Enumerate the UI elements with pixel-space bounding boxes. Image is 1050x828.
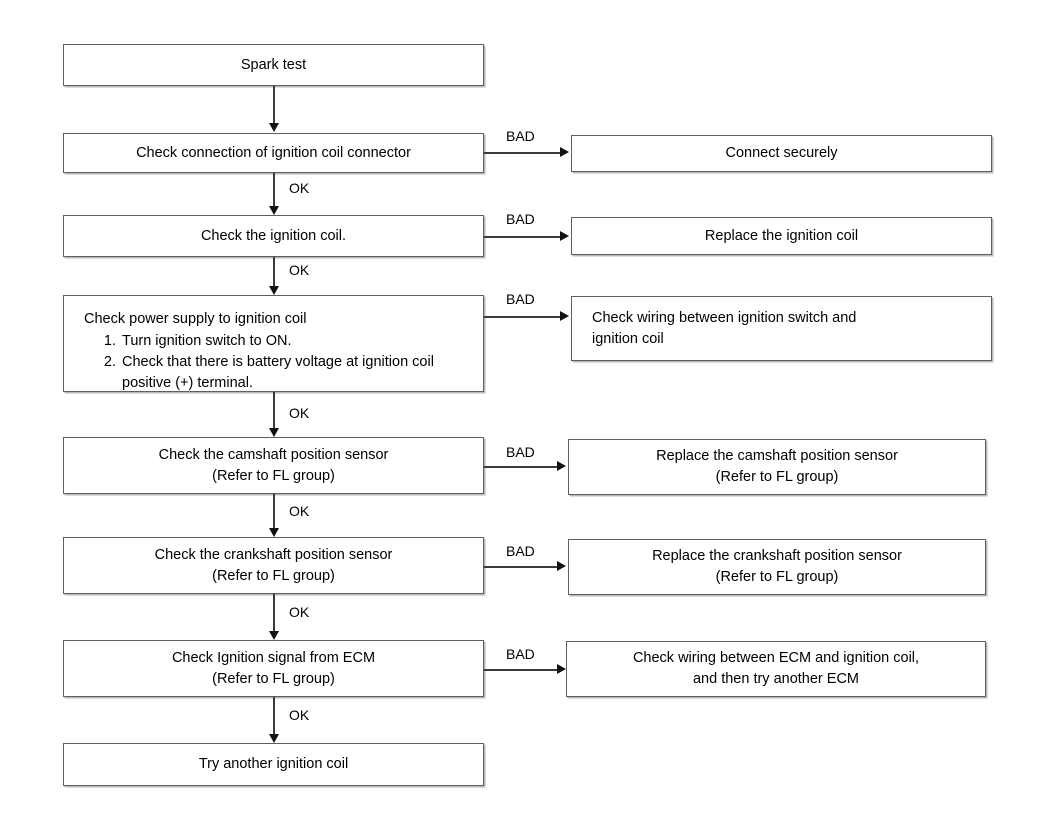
edge-label-ok-3: OK — [289, 405, 310, 421]
connector-bad-4 — [484, 466, 559, 468]
edge-label-bad-4: BAD — [506, 444, 535, 460]
node-replace-crankshaft-sensor[interactable]: Replace the crankshaft position sensor (… — [568, 539, 986, 595]
arrowhead-right-6 — [557, 664, 566, 674]
arrowhead-down-7 — [268, 734, 279, 743]
connector-bad-3 — [484, 316, 562, 318]
connector-spark-to-connector-check — [273, 86, 275, 124]
edge-label-ok-4: OK — [289, 503, 310, 519]
node-check-ecm-signal-label: Check Ignition signal from ECM (Refer to… — [171, 649, 376, 687]
node-check-wiring-ignition-switch[interactable]: Check wiring between ignition switch and… — [571, 296, 992, 361]
node-connect-securely-label: Connect securely — [725, 145, 838, 161]
edge-label-bad-3: BAD — [506, 291, 535, 307]
arrowhead-down-6 — [268, 631, 279, 640]
arrowhead-down-2 — [268, 206, 279, 215]
edge-label-bad-1: BAD — [506, 128, 535, 144]
node-replace-camshaft-sensor[interactable]: Replace the camshaft position sensor (Re… — [568, 439, 986, 495]
node-replace-ignition-coil-label: Replace the ignition coil — [704, 227, 859, 244]
node-check-camshaft-sensor[interactable]: Check the camshaft position sensor (Refe… — [63, 437, 484, 494]
edge-label-bad-6: BAD — [506, 646, 535, 662]
node-check-connection-label: Check connection of ignition coil connec… — [136, 144, 411, 161]
node-spark-test[interactable]: Spark test — [63, 44, 484, 86]
node-check-power-supply-steps: Turn ignition switch to ON. Check that t… — [84, 331, 483, 394]
arrowhead-right-5 — [557, 561, 566, 571]
edge-label-bad-5: BAD — [506, 543, 535, 559]
connector-ok-2 — [273, 257, 275, 287]
node-check-crankshaft-sensor-label: Check the crankshaft position sensor (Re… — [154, 546, 393, 584]
list-item: Check that there is battery voltage at i… — [98, 352, 434, 391]
edge-label-ok-2: OK — [289, 262, 310, 278]
node-check-wiring-ecm[interactable]: Check wiring between ECM and ignition co… — [566, 641, 986, 697]
list-item: Turn ignition switch to ON. — [98, 331, 292, 352]
node-connect-securely[interactable]: Connect securely — [571, 135, 992, 172]
connector-bad-5 — [484, 566, 559, 568]
node-check-wiring-ecm-label: Check wiring between ECM and ignition co… — [632, 650, 920, 687]
node-check-crankshaft-sensor[interactable]: Check the crankshaft position sensor (Re… — [63, 537, 484, 594]
edge-label-ok-5: OK — [289, 604, 310, 620]
node-check-power-supply-lead: Check power supply to ignition coil — [84, 311, 307, 327]
arrowhead-down-5 — [268, 528, 279, 537]
edge-label-ok-6: OK — [289, 707, 310, 723]
edge-label-bad-2: BAD — [506, 211, 535, 227]
connector-ok-5 — [273, 594, 275, 632]
arrowhead-right-2 — [560, 231, 569, 241]
node-check-camshaft-sensor-label: Check the camshaft position sensor (Refe… — [158, 446, 389, 484]
arrowhead-right-4 — [557, 461, 566, 471]
connector-bad-6 — [484, 669, 559, 671]
arrowhead-right-1 — [560, 147, 569, 157]
node-check-ecm-signal[interactable]: Check Ignition signal from ECM (Refer to… — [63, 640, 484, 697]
connector-bad-2 — [484, 236, 562, 238]
connector-ok-4 — [273, 494, 275, 529]
node-try-another-coil-label: Try another ignition coil — [198, 756, 349, 772]
node-check-ignition-coil[interactable]: Check the ignition coil. — [63, 215, 484, 257]
node-spark-test-label: Spark test — [240, 56, 307, 73]
node-replace-camshaft-sensor-label: Replace the camshaft position sensor (Re… — [656, 448, 898, 485]
node-try-another-coil[interactable]: Try another ignition coil — [63, 743, 484, 786]
node-check-ignition-coil-label: Check the ignition coil. — [200, 227, 347, 244]
connector-ok-1 — [273, 173, 275, 207]
node-replace-ignition-coil[interactable]: Replace the ignition coil — [571, 217, 992, 255]
connector-ok-6 — [273, 697, 275, 735]
connector-ok-3 — [273, 392, 275, 429]
node-replace-crankshaft-sensor-label: Replace the crankshaft position sensor (… — [652, 548, 902, 585]
connector-bad-1 — [484, 152, 562, 154]
node-check-connection[interactable]: Check connection of ignition coil connec… — [63, 133, 484, 173]
edge-label-ok-1: OK — [289, 180, 310, 196]
arrowhead-down-4 — [268, 428, 279, 437]
arrowhead-right-3 — [560, 311, 569, 321]
node-check-wiring-ignition-switch-label: Check wiring between ignition switch and… — [592, 309, 857, 347]
node-check-power-supply[interactable]: Check power supply to ignition coil Turn… — [63, 295, 484, 392]
arrowhead-down-3 — [268, 286, 279, 295]
arrowhead-down-1 — [268, 123, 279, 132]
